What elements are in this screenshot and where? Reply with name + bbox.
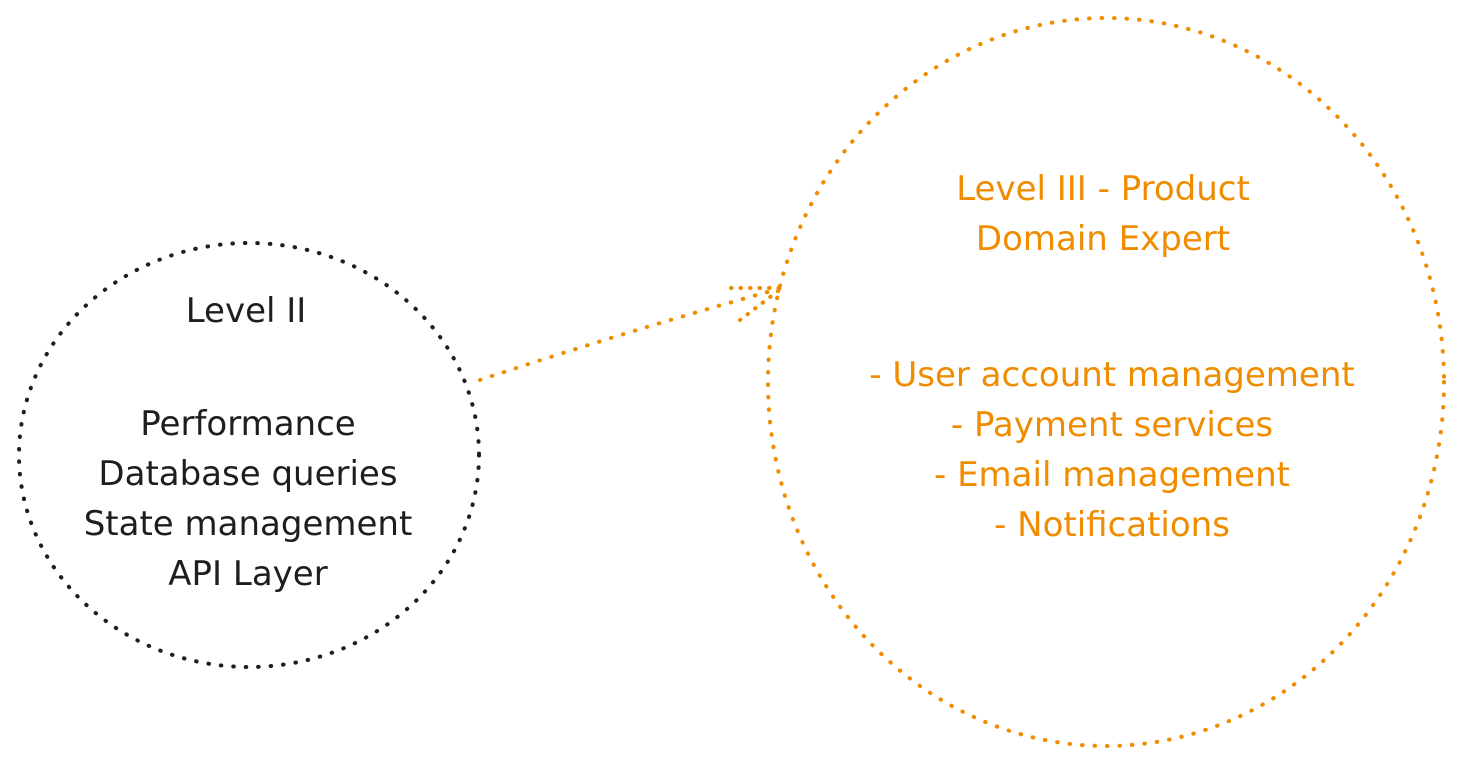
connector-arrow[interactable]	[478, 286, 784, 382]
left-node-item: Performance	[140, 404, 355, 444]
connector-line[interactable]	[478, 286, 784, 382]
left-node[interactable]: Level II Performance Database queries St…	[17, 241, 481, 669]
right-node-title: Level III - Product	[956, 169, 1250, 209]
left-node-circle[interactable]	[17, 241, 481, 669]
left-node-item: API Layer	[168, 554, 327, 594]
left-node-title: Level II	[186, 291, 307, 331]
right-node-item: - Notifications	[994, 505, 1230, 545]
right-node-item: - Payment services	[951, 405, 1273, 445]
right-node-ellipse[interactable]	[766, 16, 1446, 748]
left-node-item: State management	[84, 504, 413, 544]
left-node-item: Database queries	[98, 454, 397, 494]
right-node[interactable]: Level III - Product Domain Expert - User…	[766, 16, 1446, 748]
arrowhead-icon	[729, 286, 784, 322]
right-node-title: Domain Expert	[976, 219, 1230, 259]
right-node-item: - Email management	[934, 455, 1290, 495]
right-node-item: - User account management	[869, 355, 1354, 395]
